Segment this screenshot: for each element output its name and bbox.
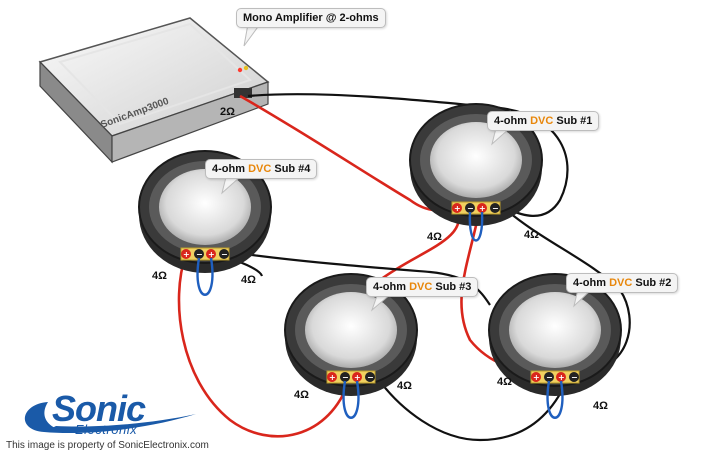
sub-3-terminal-pos-a-icon — [327, 372, 337, 382]
sub-1-callout-suffix: Sub #1 — [553, 115, 593, 127]
svg-text:−: − — [492, 204, 499, 213]
sub-2: + − + − — [488, 273, 622, 419]
amp-impedance-label: 2Ω — [220, 106, 235, 118]
sub-3-terminal-neg-a-icon — [340, 372, 350, 382]
sub-1-terminal-pos-b-icon — [477, 203, 487, 213]
logo-swoosh-icon — [24, 402, 196, 434]
sub-2-callout-prefix: 4-ohm — [573, 277, 610, 289]
svg-text:−: − — [221, 250, 228, 259]
svg-text:+: + — [558, 373, 565, 382]
copyright-notice: This image is property of SonicElectroni… — [6, 440, 209, 451]
sub-4-jumper — [196, 257, 214, 296]
sub-1-right-ohm: 4Ω — [524, 229, 539, 241]
sub-3-callout-suffix: Sub #3 — [432, 281, 472, 293]
sub-3-left-ohm: 4Ω — [294, 389, 309, 401]
sub-3-terminal-pos-b-icon — [352, 372, 362, 382]
sub-2-callout-dvc: DVC — [609, 277, 633, 289]
svg-text:−: − — [367, 373, 374, 382]
sub-3-terminal-neg-b-icon — [365, 372, 375, 382]
amp-terminal-block — [234, 88, 252, 98]
sub-4-callout-prefix: 4-ohm — [212, 163, 249, 175]
sub-2-callout: 4-ohm DVC Sub #2 — [566, 273, 679, 293]
sub-4-terminal-neg-b-icon — [219, 249, 229, 259]
svg-text:+: + — [454, 204, 461, 213]
sub-3-jumper — [342, 380, 360, 419]
sub-4-terminal-pos-b-icon — [206, 249, 216, 259]
sub-3-callout: 4-ohm DVC Sub #3 — [366, 277, 479, 297]
svg-text:−: − — [342, 373, 349, 382]
sub-1-callout: 4-ohm DVC Sub #1 — [487, 111, 600, 131]
sub-4-left-ohm: 4Ω — [152, 270, 167, 282]
sub-3-callout-dvc: DVC — [409, 281, 433, 293]
sub-2-terminal-pos-b-icon — [556, 372, 566, 382]
sub-1-terminal-pos-a-icon — [452, 203, 462, 213]
sub-1-jumper — [468, 211, 484, 242]
sonic-electronix-logo: Sonic Electronix — [18, 388, 188, 440]
sub-1: + − + − — [409, 103, 543, 242]
sub-4-right-ohm: 4Ω — [241, 274, 256, 286]
callout-pointers — [221, 23, 594, 312]
sub-1-terminal-neg-b-icon — [490, 203, 500, 213]
amplifier: SonicAmp3000 — [38, 17, 270, 164]
sub-3: + − + − — [284, 273, 418, 419]
sub-3-callout-prefix: 4-ohm — [373, 281, 410, 293]
svg-text:−: − — [571, 373, 578, 382]
svg-text:+: + — [533, 373, 540, 382]
sub-4-callout: 4-ohm DVC Sub #4 — [205, 159, 318, 179]
sub-2-jumper — [546, 380, 564, 419]
sub-2-terminal-pos-a-icon — [531, 372, 541, 382]
amp-callout-text: Mono Amplifier @ 2-ohms — [243, 12, 379, 24]
svg-text:+: + — [208, 250, 215, 259]
sub-2-left-ohm: 4Ω — [497, 376, 512, 388]
logo-word: Sonic — [52, 388, 146, 429]
sub-1-callout-dvc: DVC — [530, 115, 554, 127]
sub-2-right-ohm: 4Ω — [593, 400, 608, 412]
sub-2-terminal-neg-a-icon — [544, 372, 554, 382]
sub-2-callout-suffix: Sub #2 — [632, 277, 672, 289]
sub-4-terminal-pos-a-icon — [181, 249, 191, 259]
svg-text:+: + — [183, 250, 190, 259]
svg-text:−: − — [196, 250, 203, 259]
sub-4-callout-dvc: DVC — [248, 163, 272, 175]
sub-4-callout-suffix: Sub #4 — [271, 163, 311, 175]
svg-text:−: − — [467, 204, 474, 213]
logo-subtext: Electronix — [75, 422, 138, 437]
amp-callout: Mono Amplifier @ 2-ohms — [236, 8, 386, 28]
svg-text:+: + — [479, 204, 486, 213]
sub-3-right-ohm: 4Ω — [397, 380, 412, 392]
sub-2-terminal-neg-b-icon — [569, 372, 579, 382]
sub-1-left-ohm: 4Ω — [427, 231, 442, 243]
sub-4-terminal-neg-a-icon — [194, 249, 204, 259]
sub-1-callout-prefix: 4-ohm — [494, 115, 531, 127]
sub-1-terminal-neg-a-icon — [465, 203, 475, 213]
svg-text:−: − — [546, 373, 553, 382]
svg-text:+: + — [329, 373, 336, 382]
svg-text:+: + — [354, 373, 361, 382]
